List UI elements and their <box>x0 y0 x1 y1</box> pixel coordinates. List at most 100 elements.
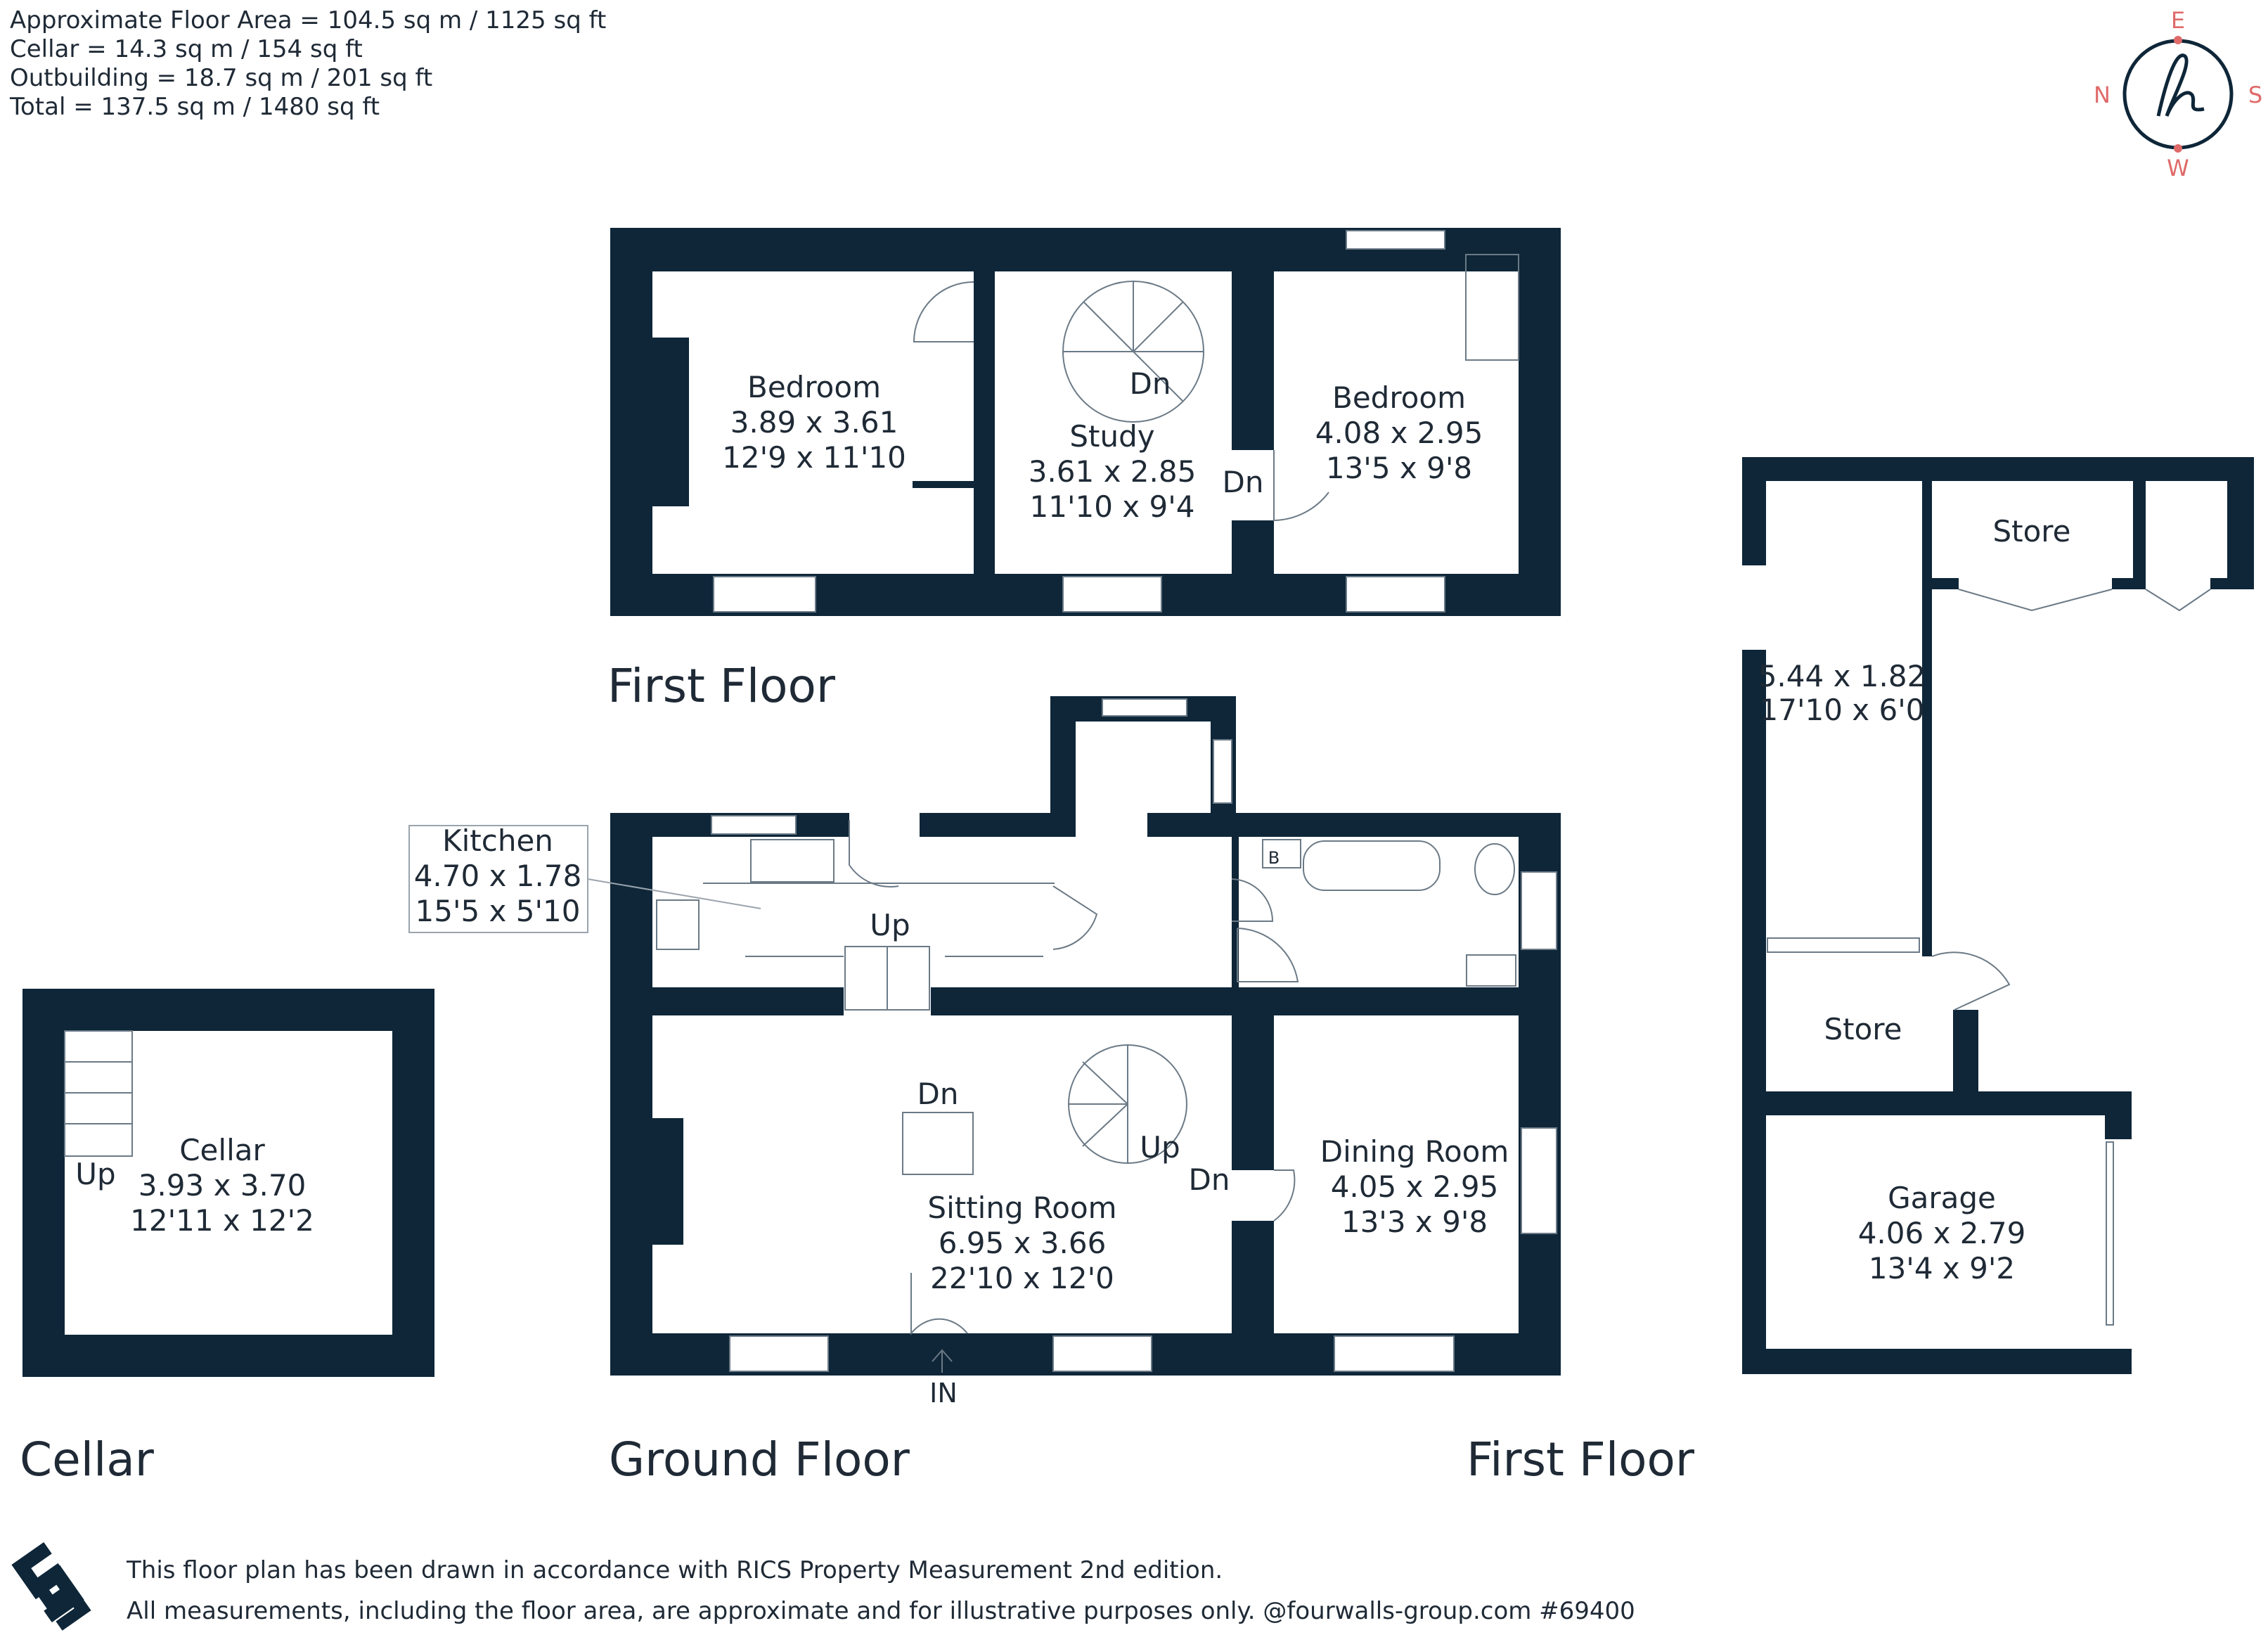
wall <box>652 987 844 1015</box>
room-metric: 6.95 x 3.66 <box>939 1226 1107 1260</box>
bath <box>1303 840 1441 891</box>
area-line-4: Total = 137.5 sq m / 1480 sq ft <box>9 93 380 121</box>
spiral-up-label: Up <box>1140 1130 1180 1165</box>
wall <box>2227 457 2254 586</box>
wall <box>920 813 1050 837</box>
window <box>1521 1127 1557 1234</box>
wall <box>1922 481 1932 956</box>
stair-down-label: Dn <box>1130 366 1171 401</box>
wall <box>1519 228 1561 616</box>
window <box>1102 698 1187 717</box>
wall <box>1050 696 1076 837</box>
door-swing <box>1052 885 1098 950</box>
wall <box>2105 1091 2132 1139</box>
wall <box>1742 1091 2132 1115</box>
compass-west: W <box>2167 155 2189 181</box>
store-door <box>2145 589 2211 612</box>
kitchen-sink <box>750 839 835 883</box>
wall <box>1232 1221 1274 1376</box>
footer-line-1: This floor plan has been drawn in accord… <box>126 1556 1223 1584</box>
window <box>729 1335 829 1372</box>
wall <box>913 481 976 488</box>
spiral-stair-treads <box>1063 281 1204 402</box>
window <box>1334 1335 1455 1372</box>
area-line-1: Approximate Floor Area = 104.5 sq m / 11… <box>10 6 606 34</box>
window <box>1062 576 1162 613</box>
room-metric: 3.61 x 2.85 <box>1029 454 1197 489</box>
wall <box>1232 253 1274 450</box>
room-metric: 5.44 x 1.82 <box>1758 659 1926 693</box>
room-study: Study 3.61 x 2.85 11'10 x 9'4 <box>1029 419 1197 524</box>
room-imperial: 11'10 x 9'4 <box>1030 489 1195 524</box>
room-imperial: 12'9 x 11'10 <box>722 440 906 475</box>
door-swing <box>1231 878 1274 922</box>
room-imperial: 13'5 x 9'8 <box>1326 451 1472 485</box>
wall <box>2112 578 2146 589</box>
door-swing <box>849 820 899 887</box>
door-swing <box>1931 951 2011 1011</box>
first-floor-plan: Bedroom 3.89 x 3.61 12'9 x 11'10 Dn Stud… <box>610 228 1561 616</box>
area-line-3: Outbuilding = 18.7 sq m / 201 sq ft <box>10 64 432 92</box>
wall <box>974 342 995 574</box>
wall <box>1232 520 1274 616</box>
chimney-breast <box>610 1118 683 1245</box>
room-dining: Dining Room 4.05 x 2.95 13'3 x 9'8 <box>1320 1134 1509 1239</box>
floor-label-first: First Floor <box>607 659 836 713</box>
room-metric: 4.70 x 1.78 <box>414 859 582 893</box>
room-metric: 4.08 x 2.95 <box>1315 416 1483 450</box>
store-doors <box>1958 589 2113 612</box>
wall <box>2133 481 2146 589</box>
compass-east: E <box>2171 7 2185 34</box>
chimney-breast <box>610 338 689 506</box>
window <box>1346 230 1445 250</box>
wall <box>2210 578 2254 589</box>
window <box>1213 739 1232 804</box>
floor-label-outbuilding: First Floor <box>1467 1432 1695 1487</box>
room-name: Study <box>1069 419 1154 454</box>
wall <box>22 1335 434 1377</box>
stair-down <box>902 1112 974 1175</box>
boiler-label: B <box>1268 848 1280 868</box>
floor-label-cellar: Cellar <box>20 1432 155 1487</box>
room-imperial: 13'4 x 9'2 <box>1869 1251 2015 1285</box>
wall <box>1742 650 1766 1374</box>
spiral-stair-treads <box>1069 1045 1128 1163</box>
room-name: Sitting Room <box>927 1191 1116 1225</box>
room-name: Garage <box>1888 1181 1996 1215</box>
room-outbuilding: 5.44 x 1.82 17'10 x 6'0 <box>1758 659 1926 727</box>
room-imperial: 13'3 x 9'8 <box>1341 1205 1488 1239</box>
stair-down-label: Dn <box>917 1077 959 1111</box>
room-name: Bedroom <box>1332 380 1466 415</box>
entrance-arrow-icon <box>932 1349 953 1373</box>
room-garage: Garage 4.06 x 2.79 13'4 x 9'2 <box>1858 1181 2026 1285</box>
room-sitting: Sitting Room 6.95 x 3.66 22'10 x 12'0 <box>927 1191 1116 1295</box>
compass: E N S W <box>2094 7 2262 181</box>
wall <box>1742 457 1766 565</box>
wall <box>392 989 434 1377</box>
hob <box>656 899 700 950</box>
wall <box>1232 837 1239 987</box>
basin <box>1466 954 1516 987</box>
room-metric: 3.93 x 3.70 <box>138 1168 307 1203</box>
window <box>1521 871 1557 950</box>
door-swing <box>913 281 974 342</box>
window <box>711 815 797 835</box>
kitchen-label-leader <box>587 878 761 909</box>
wardrobe <box>1465 254 1519 361</box>
wall <box>22 989 65 1377</box>
room-name: Cellar <box>179 1133 265 1167</box>
door-swing <box>1237 928 1299 982</box>
room-store-bottom: Store <box>1824 1012 1902 1046</box>
wall <box>931 987 1561 1015</box>
stair-up-label: Up <box>870 908 910 942</box>
room-imperial: 22'10 x 12'0 <box>930 1261 1114 1295</box>
compass-north: N <box>2094 82 2111 108</box>
stair-up-label: Up <box>75 1157 115 1191</box>
area-summary: Approximate Floor Area = 104.5 sq m / 11… <box>9 6 606 121</box>
footer-line-2: All measurements, including the floor ar… <box>127 1597 1635 1625</box>
fourwalls-logo-icon <box>11 1541 91 1631</box>
stair-treads <box>65 1061 132 1124</box>
room-imperial: 12'11 x 12'2 <box>130 1203 314 1238</box>
window <box>713 576 816 613</box>
room-cellar: Cellar 3.93 x 3.70 12'11 x 12'2 <box>130 1133 314 1238</box>
